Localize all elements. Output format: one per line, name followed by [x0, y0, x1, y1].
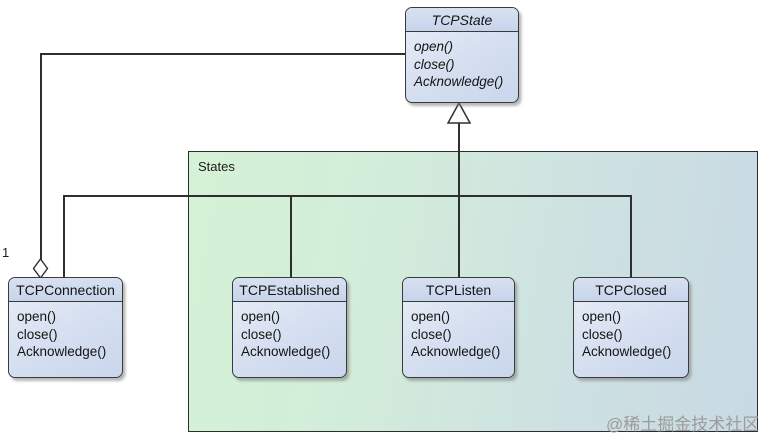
class-methods: open() close() Acknowledge()	[9, 302, 122, 367]
method: Acknowledge()	[17, 344, 107, 359]
multiplicity-label: 1	[2, 245, 10, 260]
aggregation-diamond-icon	[32, 258, 49, 279]
connector-tcpestablished	[290, 195, 292, 278]
method: close()	[414, 56, 455, 72]
generalization-line-tcplisten	[458, 123, 460, 278]
states-group-label: States	[198, 159, 235, 174]
class-box-tcpclosed: TCPClosed open() close() Acknowledge()	[573, 277, 689, 378]
method: Acknowledge()	[414, 74, 504, 89]
class-title: TCPListen	[403, 278, 514, 302]
generalization-rail	[63, 195, 631, 197]
watermark-text: @稀土掘金技术社区	[606, 415, 760, 434]
connector-tcpclosed	[630, 195, 632, 278]
method: open()	[414, 39, 454, 54]
association-line-horizontal	[40, 53, 406, 55]
class-title: TCPClosed	[574, 278, 688, 302]
class-title: TCPEstablished	[233, 278, 346, 302]
method: close()	[17, 326, 58, 342]
generalization-triangle-icon	[447, 102, 471, 124]
class-methods: open() close() Acknowledge()	[406, 32, 518, 97]
method: close()	[241, 326, 282, 342]
class-methods: open() close() Acknowledge()	[233, 302, 346, 367]
association-line-vertical	[40, 53, 42, 260]
class-methods: open() close() Acknowledge()	[574, 302, 688, 367]
method: open()	[411, 309, 451, 324]
method: close()	[411, 326, 452, 342]
class-title: TCPState	[406, 8, 518, 32]
method: open()	[241, 309, 281, 324]
method: open()	[582, 309, 622, 324]
method: open()	[17, 309, 57, 324]
class-box-tcpstate: TCPState open() close() Acknowledge()	[405, 7, 519, 103]
method: Acknowledge()	[241, 344, 331, 359]
class-box-tcplisten: TCPListen open() close() Acknowledge()	[402, 277, 515, 378]
method: Acknowledge()	[411, 344, 501, 359]
class-methods: open() close() Acknowledge()	[403, 302, 514, 367]
method: Acknowledge()	[582, 344, 672, 359]
class-title: TCPConnection	[9, 278, 122, 302]
class-box-tcpestablished: TCPEstablished open() close() Acknowledg…	[232, 277, 347, 378]
class-box-tcpconnection: TCPConnection open() close() Acknowledge…	[8, 277, 123, 378]
connector-tcpconnection	[63, 195, 65, 278]
method: close()	[582, 326, 623, 342]
